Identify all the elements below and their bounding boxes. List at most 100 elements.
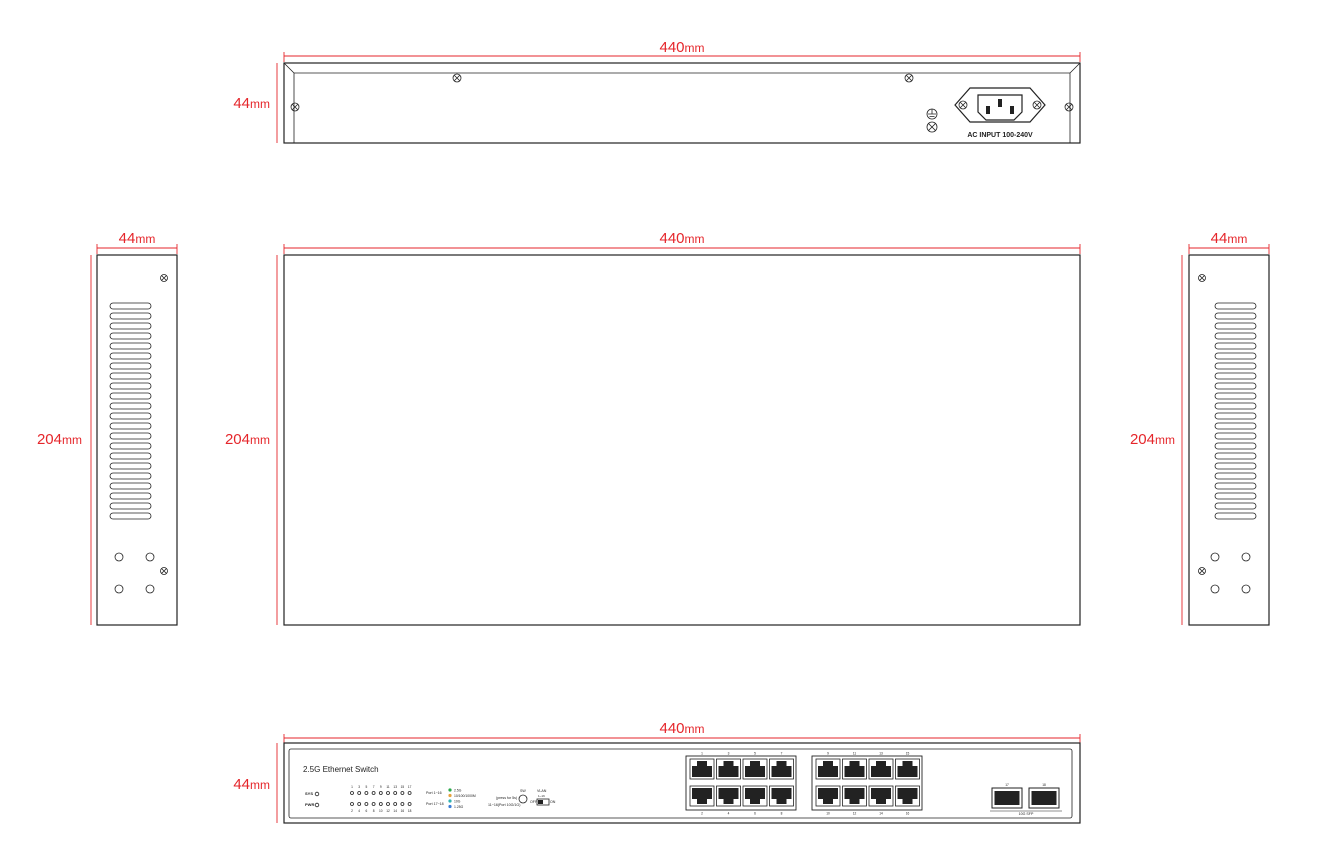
ac-input-label: AC INPUT 100-240V [967, 132, 1033, 139]
pwr-led [314, 802, 320, 808]
port-number-label: 5 [754, 752, 756, 756]
port-led [407, 802, 412, 806]
front-panel-inner [288, 748, 1073, 819]
vent-slot [109, 302, 152, 310]
right-depth-value: 204 [1130, 431, 1155, 448]
port-led [400, 791, 405, 795]
right-depth-dimension: 204mm [1130, 255, 1183, 625]
vent-slot [1214, 312, 1257, 320]
rj45-port[interactable] [716, 758, 741, 780]
top-width-unit: mm [685, 232, 705, 246]
off-label: OFF [530, 800, 538, 804]
rj45-port[interactable] [868, 785, 894, 807]
rj45-port[interactable] [895, 785, 920, 807]
rj45-port[interactable] [742, 785, 768, 807]
port-number-label: 9 [827, 752, 829, 756]
rear-height-dimension: 44mm [233, 63, 278, 143]
vent-slot [109, 352, 152, 360]
vent-slot [1214, 322, 1257, 330]
rear-width-value: 440 [659, 39, 684, 56]
vlan-toggle-switch[interactable] [536, 798, 550, 806]
rear-screw-icon [290, 102, 300, 112]
vent-slot [109, 512, 152, 520]
led-number: 1 [351, 785, 353, 789]
port-led [371, 802, 376, 806]
vent-slot [1214, 382, 1257, 390]
port-number-label: 2 [701, 812, 703, 816]
vent-slot [1214, 372, 1257, 380]
left-width-dimension: 44mm [96, 230, 178, 254]
port-number-label: 10 [826, 812, 830, 816]
vent-slot [1214, 442, 1257, 450]
vent-slot [1214, 352, 1257, 360]
led-number: 7 [373, 785, 375, 789]
top-panel [283, 254, 1081, 626]
vent-slot [1214, 512, 1257, 520]
vlan-sub-label: 1~16 [538, 794, 545, 798]
led-number: 10 [379, 809, 383, 813]
rj45-port[interactable] [842, 758, 867, 780]
rj45-port[interactable] [815, 785, 841, 807]
vent-slot [109, 482, 152, 490]
port-led [371, 791, 376, 795]
rear-height-value: 44 [233, 95, 250, 112]
right-screw-icon [1198, 567, 1206, 575]
right-screw-icon [1198, 274, 1206, 282]
port-led [350, 791, 354, 795]
rj45-port[interactable] [689, 785, 715, 807]
vent-slot [1214, 422, 1257, 430]
port-number-label: 15 [906, 752, 910, 756]
svg-text:204mm: 204mm [225, 431, 270, 448]
rj45-port[interactable] [716, 785, 741, 807]
pwr-label: PWR [305, 802, 314, 807]
top-depth-unit: mm [250, 433, 270, 447]
led-number: 9 [380, 785, 382, 789]
port-number-label: 14 [879, 812, 883, 816]
rj45-port[interactable] [769, 758, 794, 780]
rj45-port[interactable] [895, 758, 920, 780]
vent-slot [1214, 502, 1257, 510]
led-number: 6 [366, 809, 368, 813]
mode-label: 11~16(Port 10G/1G) [488, 803, 520, 807]
rear-width-unit: mm [685, 41, 705, 55]
right-depth-unit: mm [1155, 433, 1175, 447]
rj45-port[interactable] [769, 785, 794, 807]
sfp-port[interactable] [1028, 787, 1060, 809]
left-side-view: 44mm 204mm [37, 230, 178, 626]
led-number: 18 [408, 809, 412, 813]
top-width-value: 440 [659, 230, 684, 247]
sfp-port[interactable] [991, 787, 1023, 809]
vent-slot [109, 432, 152, 440]
left-depth-dimension: 204mm [37, 255, 92, 625]
port-led [378, 791, 383, 795]
port-led [357, 802, 362, 806]
svg-text:440mm: 440mm [659, 230, 704, 247]
vent-slot [1214, 432, 1257, 440]
rj45-port[interactable] [868, 758, 894, 780]
led-number: 17 [408, 785, 412, 789]
port-led [364, 802, 369, 806]
rj45-port[interactable] [815, 758, 841, 780]
port-number-label: 6 [754, 812, 756, 816]
vent-slot [109, 392, 152, 400]
front-width-dimension: 440mm [283, 720, 1081, 744]
legend-label: 1.25G [454, 805, 464, 809]
rj45-port[interactable] [842, 785, 867, 807]
vent-slot [109, 312, 152, 320]
rj45-port[interactable] [689, 758, 715, 780]
front-height-dimension: 44mm [233, 743, 278, 823]
rj45-port[interactable] [742, 758, 768, 780]
vent-slot [109, 422, 152, 430]
sfp-number-label: 18 [1042, 783, 1046, 787]
rear-view: 440mm 44mm [233, 39, 1081, 144]
rear-screw-icon [452, 73, 462, 83]
port-number-label: 16 [906, 812, 910, 816]
port-number-label: 1 [701, 752, 703, 756]
led-number: 3 [358, 785, 360, 789]
reset-button[interactable] [518, 794, 528, 804]
vent-slot [1214, 472, 1257, 480]
top-view: 440mm 204mm [225, 230, 1081, 626]
port-number-label: 3 [728, 752, 730, 756]
led-number: 12 [386, 809, 390, 813]
